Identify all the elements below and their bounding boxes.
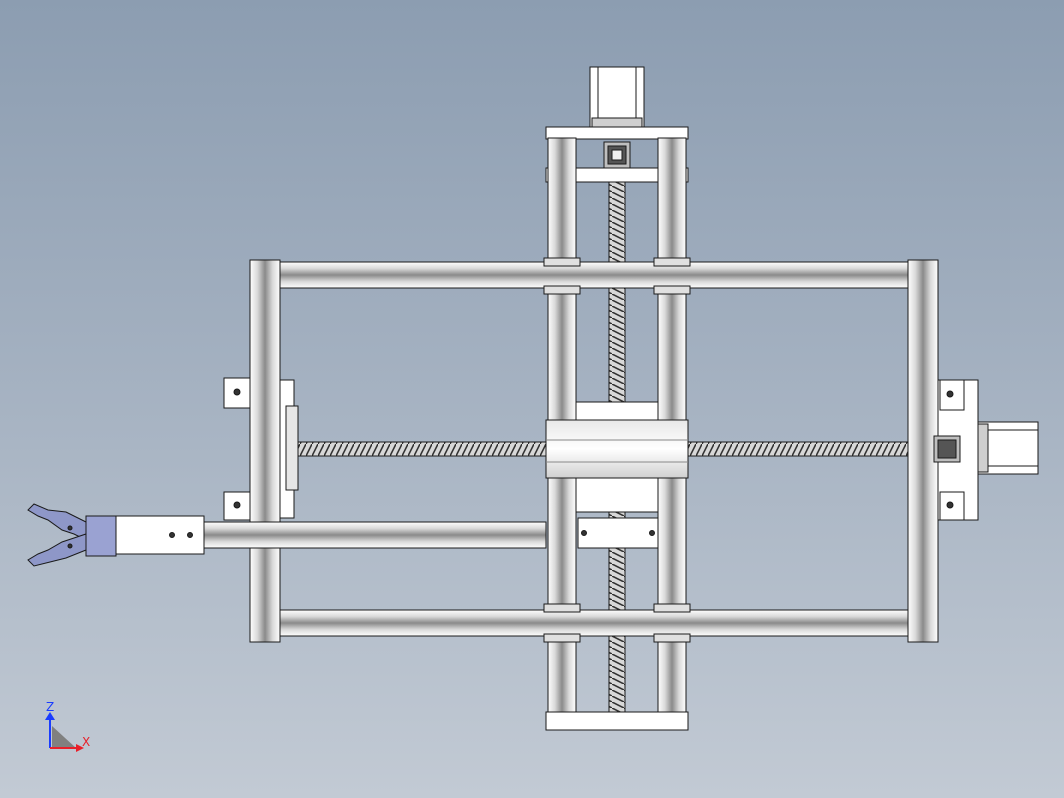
triad-x-label: X xyxy=(82,735,90,749)
frame-bottom-beam xyxy=(249,609,939,637)
triad-x-arrow xyxy=(76,744,84,752)
arm-rail xyxy=(199,521,547,549)
frame-top-beam xyxy=(249,261,939,289)
gripper xyxy=(27,503,117,567)
axis-triad: Z X xyxy=(45,700,90,752)
frame-left-post xyxy=(249,259,281,643)
left-bearing-mounts xyxy=(223,377,299,521)
y-axis-bottom-bracket xyxy=(545,711,689,731)
xy-carriage xyxy=(545,401,689,549)
y-axis-motor xyxy=(589,66,645,128)
y-axis-coupling xyxy=(603,141,631,169)
triad-z-label: Z xyxy=(46,700,54,714)
triad-z-arrow xyxy=(45,712,55,720)
x-axis-motor xyxy=(933,379,1039,521)
rail-clamps xyxy=(543,257,691,643)
y-axis-top-bracket xyxy=(545,126,689,183)
triad-shadow xyxy=(52,726,76,748)
